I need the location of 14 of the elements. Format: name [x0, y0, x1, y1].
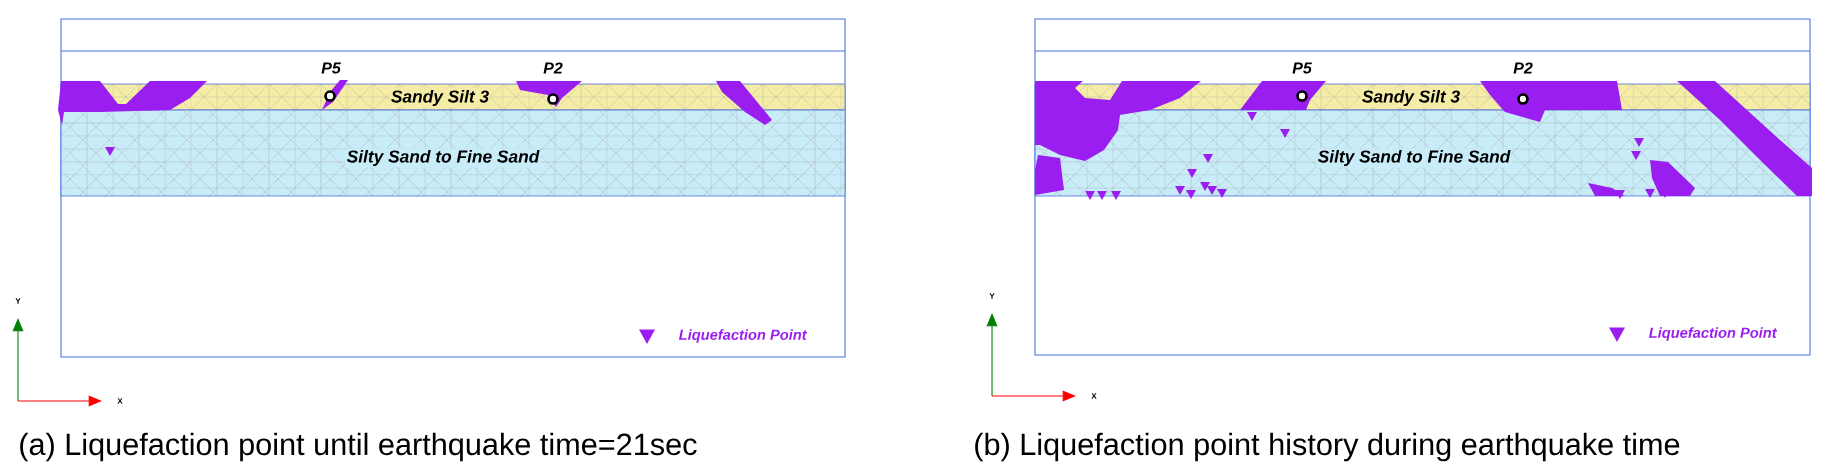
axis-label: X	[117, 398, 123, 404]
layer-label: Silty Sand to Fine Sand	[1316, 148, 1512, 168]
point-label: P5	[321, 62, 341, 74]
panel-caption: (a) Liquefaction point until earthquake time=21sec	[20, 432, 697, 462]
axis-label: X	[1091, 393, 1097, 399]
point-label: P2	[1513, 62, 1533, 74]
point-label: P2	[543, 62, 563, 74]
layer-label: Silty Sand to Fine Sand	[345, 148, 541, 168]
panel-caption: (b) Liquefaction point history during earthquake time	[975, 432, 1680, 462]
legend-label: Liquefaction Point	[678, 329, 808, 343]
point-label: P5	[1292, 62, 1312, 74]
axis-label: Y	[15, 298, 21, 304]
legend-label: Liquefaction Point	[1649, 327, 1778, 341]
axis-label: Y	[989, 293, 995, 299]
